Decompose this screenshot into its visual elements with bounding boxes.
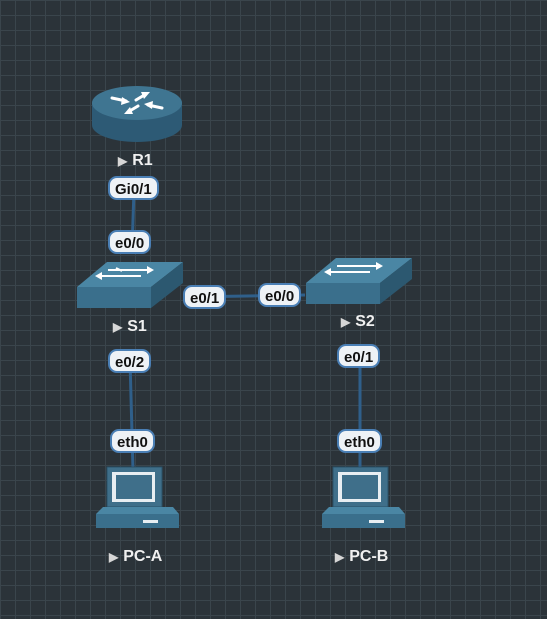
expand-arrow-icon: ▶ [109,550,119,564]
interface-label: Gi0/1 [108,176,159,200]
interface-label: eth0 [110,429,155,453]
expand-arrow-icon: ▶ [118,154,128,168]
interface-label: e0/0 [108,230,152,254]
node-label-r1[interactable]: ▶ R1 [118,152,153,170]
interface-label: eth0 [337,429,382,453]
pc-icon[interactable] [322,466,405,528]
interface-label: e0/1 [337,344,381,368]
interface-label: e0/2 [108,349,152,373]
node-name: S2 [355,313,375,330]
node-name: PC-A [123,548,163,565]
node-label-s2[interactable]: ▶ S2 [341,313,375,331]
switch-icon[interactable] [77,262,183,308]
node-name: R1 [132,152,153,169]
expand-arrow-icon: ▶ [335,550,345,564]
node-label-pc-b[interactable]: ▶ PC-B [335,548,388,566]
node-name: PC-B [349,548,389,565]
node-name: S1 [127,318,147,335]
interface-label: e0/1 [183,285,227,309]
switch-icon[interactable] [306,258,412,304]
pc-icon[interactable] [96,466,179,528]
interface-label: e0/0 [258,283,302,307]
expand-arrow-icon: ▶ [113,320,123,334]
expand-arrow-icon: ▶ [341,315,351,329]
node-label-pc-a[interactable]: ▶ PC-A [109,548,162,566]
router-icon[interactable] [92,86,182,142]
node-label-s1[interactable]: ▶ S1 [113,318,147,336]
